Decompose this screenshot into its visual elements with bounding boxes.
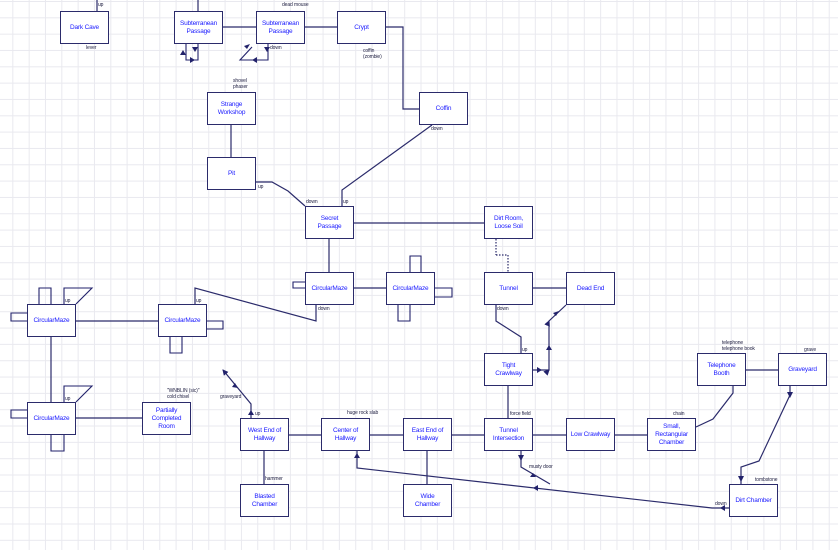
label-maze-left-bottom-up: up xyxy=(65,396,71,402)
room-tight-crawlway[interactable]: Tight Crawlway xyxy=(484,353,533,386)
arrow-dirtchamber-left xyxy=(720,505,725,511)
connector-small-telephone xyxy=(695,386,734,428)
label-west-graveyard: graveyard xyxy=(220,394,242,400)
label-small-items: chain xyxy=(673,411,685,417)
room-wide-chamber[interactable]: Wide Chamber xyxy=(403,484,452,517)
connector-tunnel-tight xyxy=(495,305,522,353)
arrow-graveyard-down xyxy=(787,392,793,398)
label-telephone-items: telephone telephone book xyxy=(722,340,755,352)
room-dirt-chamber[interactable]: Dirt Chamber xyxy=(729,484,778,517)
label-center-items: huge rock slab xyxy=(347,410,379,416)
label-graveyard-items: grave xyxy=(804,347,817,353)
room-strange-workshop[interactable]: Strange Workshop xyxy=(207,92,256,125)
label-dark-cave-up: up xyxy=(98,2,104,8)
arrow-musty-door xyxy=(530,473,536,477)
label-musty-door: musty door xyxy=(529,464,553,470)
loop-maze-leftbottom-side xyxy=(10,409,27,419)
room-secret-passage[interactable]: Secret Passage xyxy=(305,206,354,239)
loop-maze-right-side xyxy=(435,287,453,298)
loop-maze-mid-bottom xyxy=(169,337,183,354)
room-tunnel-intersection[interactable]: Tunnel Intersection xyxy=(484,418,533,451)
arrow-sub2-diag xyxy=(244,44,250,49)
room-tunnel[interactable]: Tunnel xyxy=(484,272,533,305)
room-small-rectangular-chamber[interactable]: Small, Rectangular Chamber xyxy=(647,418,696,451)
room-circular-maze-center[interactable]: CircularMaze xyxy=(305,272,354,305)
room-graveyard[interactable]: Graveyard xyxy=(778,353,827,386)
room-subterranean-passage-2[interactable]: Subterranean Passage xyxy=(256,11,305,44)
label-dark-cave-items: lever xyxy=(86,45,97,51)
room-circular-maze-mid[interactable]: CircularMaze xyxy=(158,304,207,337)
arrow-west-graveyard xyxy=(232,383,238,388)
room-subterranean-passage-1[interactable]: Subterranean Passage xyxy=(174,11,223,44)
loop-maze-lefttop-a xyxy=(38,287,52,304)
label-tunnel-down: down xyxy=(497,306,509,312)
room-crypt[interactable]: Crypt xyxy=(337,11,386,44)
arrow-center-up xyxy=(354,453,360,458)
room-telephone-booth[interactable]: Telephone Booth xyxy=(697,353,746,386)
label-blasted-items: hammer xyxy=(265,476,283,482)
loop-sub2 xyxy=(238,44,269,61)
label-intersection-items: force field xyxy=(510,411,531,417)
label-dirt-chamber-items: tombstone xyxy=(755,477,778,483)
label-west-up: up xyxy=(255,411,261,417)
room-dirt-room[interactable]: Dirt Room, Loose Soil xyxy=(484,206,533,239)
arrow-tight-up xyxy=(546,345,552,350)
label-sub2-items: dead mouse xyxy=(282,2,309,8)
label-pit-up: up xyxy=(258,184,264,190)
loop-maze-leftbottom-top xyxy=(63,385,94,403)
arrow-deadend-diag xyxy=(553,311,559,316)
room-dark-cave[interactable]: Dark Cave xyxy=(60,11,109,44)
label-dirt-chamber-down: down xyxy=(715,501,727,507)
arrow-center-left xyxy=(533,485,538,491)
arrow-intersection-down xyxy=(518,455,524,461)
connector-dirtroom-tunnel-2 xyxy=(496,254,509,272)
room-circular-maze-left-bottom[interactable]: CircularMaze xyxy=(27,402,76,435)
label-maze-left-top-up: up xyxy=(65,298,71,304)
arrow-sub1-loop-down xyxy=(192,47,198,52)
label-secret-up: up xyxy=(343,199,349,205)
room-west-end-hallway[interactable]: West End of Hallway xyxy=(240,418,289,451)
room-blasted-chamber[interactable]: Blasted Chamber xyxy=(240,484,289,517)
loop-maze-leftbottom-bottom xyxy=(50,435,65,452)
loop-maze-right-top xyxy=(409,255,422,272)
label-maze-center-down: down xyxy=(318,306,330,312)
label-workshop-items: shovel phaser xyxy=(233,78,248,90)
connector-coffin-secret xyxy=(341,124,433,206)
room-dead-end[interactable]: Dead End xyxy=(566,272,615,305)
loop-sub1 xyxy=(185,44,199,61)
loop-maze-center-left xyxy=(292,281,305,289)
label-maze-mid-up: up xyxy=(196,298,202,304)
connector-maze-mid-center xyxy=(194,287,317,322)
arrow-west-up xyxy=(248,410,254,415)
label-partial-items: "WNBLIN (sic)" cold chisel xyxy=(167,388,200,400)
label-crypt-items: coffin (zombie) xyxy=(363,48,382,60)
room-partially-completed[interactable]: Partially Completed Room xyxy=(142,402,191,435)
connector-tight-deadend xyxy=(533,304,567,376)
arrow-sub1-loop-up xyxy=(180,50,186,55)
room-east-end-hallway[interactable]: East End of Hallway xyxy=(403,418,452,451)
room-low-crawlway[interactable]: Low Crawlway xyxy=(566,418,615,451)
arrow-dirtchamber-down xyxy=(738,476,744,482)
label-sub2-down: down xyxy=(270,45,282,51)
room-pit[interactable]: Pit xyxy=(207,157,256,190)
room-center-hallway[interactable]: Center of Hallway xyxy=(321,418,370,451)
connector-crypt-coffin xyxy=(386,26,419,110)
label-secret-down: down xyxy=(306,199,318,205)
room-circular-maze-left-top[interactable]: CircularMaze xyxy=(27,304,76,337)
room-circular-maze-right[interactable]: CircularMaze xyxy=(386,272,435,305)
loop-maze-right-bottom xyxy=(397,305,411,322)
label-coffin-down: down xyxy=(431,126,443,132)
connector-pit-secret xyxy=(256,181,306,207)
room-coffin[interactable]: Coffin xyxy=(419,92,468,125)
loop-maze-mid-side xyxy=(207,320,224,330)
label-tight-up: up xyxy=(522,347,528,353)
connector-graveyard-dirtchamber xyxy=(740,386,791,484)
loop-maze-lefttop-side xyxy=(10,312,27,322)
arrow-tight-right xyxy=(537,367,542,373)
loop-maze-lefttop-b xyxy=(63,287,94,305)
